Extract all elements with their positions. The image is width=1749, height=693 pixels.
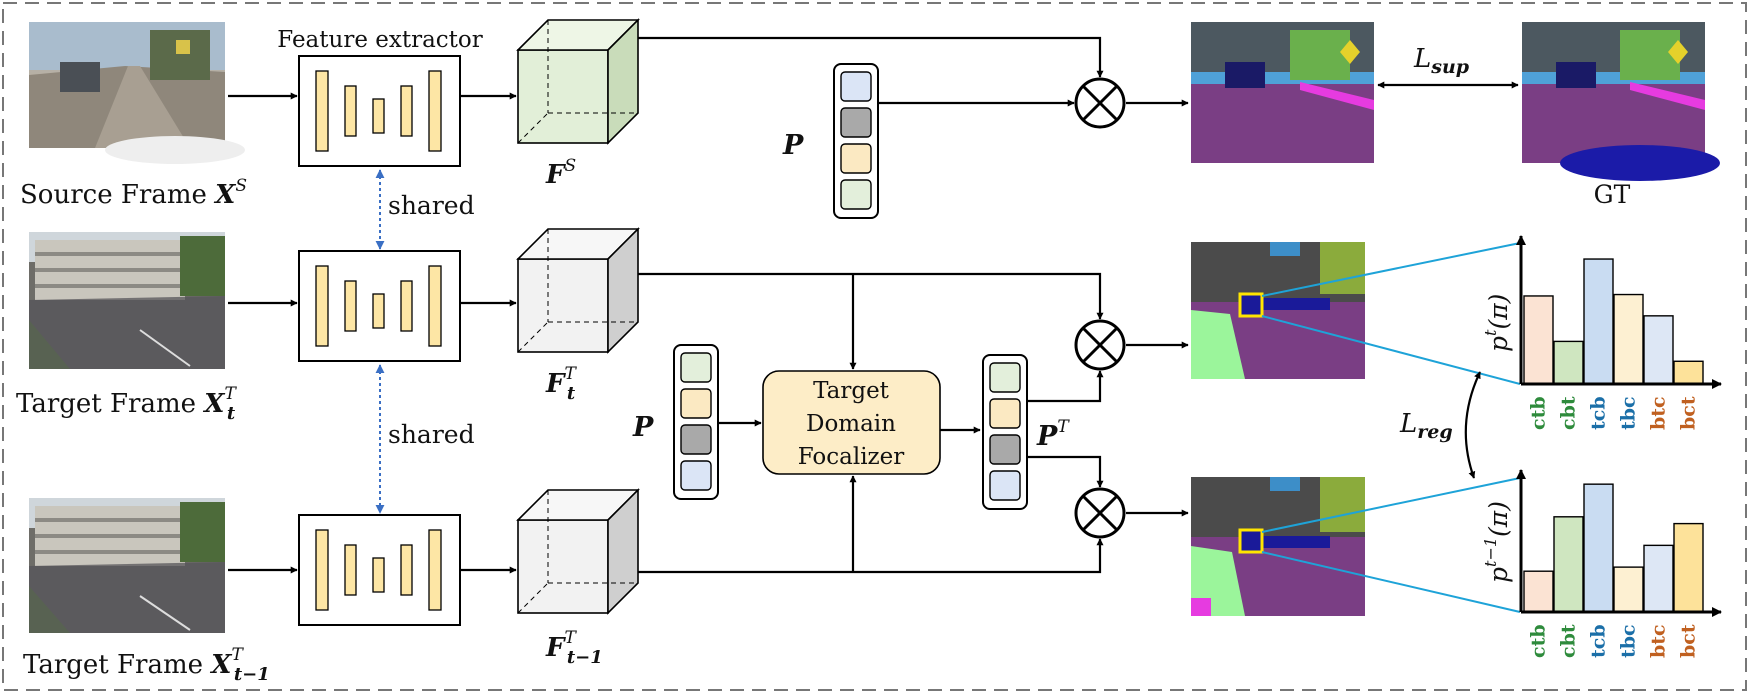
chart-tick-label: bct <box>1678 396 1700 430</box>
multiply-operator-target-t1 <box>1074 487 1126 539</box>
chart-y-label: pt−1(π) <box>1481 501 1513 583</box>
prototype-cell <box>840 143 872 174</box>
prototype-stack-target <box>982 354 1028 510</box>
target-domain-focalizer: Target Domain Focalizer <box>762 370 941 475</box>
prototype-cell <box>840 107 872 138</box>
feature-extractor-target-t <box>298 250 461 362</box>
chart-tick-label: tbc <box>1618 624 1640 658</box>
prototype-cell <box>989 398 1021 429</box>
prototype-stack-source <box>833 63 879 219</box>
target-t1-prediction-map <box>1191 477 1365 616</box>
chart-bar <box>1583 483 1614 613</box>
feature-extractor-label: Feature extractor <box>277 27 483 53</box>
prototype-target-label: PT <box>1036 417 1070 452</box>
multiply-operator-target-t <box>1074 319 1126 371</box>
prototype-cell <box>989 470 1021 501</box>
ground-truth-map <box>1522 22 1720 181</box>
prototype-cell <box>989 362 1021 393</box>
tdf-label-line2: Domain <box>806 411 896 437</box>
feature-cube-target-t1 <box>516 488 640 615</box>
gt-label: GT <box>1594 180 1631 209</box>
tdf-label-line1: Target <box>813 378 890 404</box>
reg-loss-arrow <box>1464 371 1481 479</box>
feature-extractor-target-t1 <box>298 514 461 626</box>
source-frame-caption: Source Frame XS <box>20 176 247 210</box>
chart-tick-label: bct <box>1678 624 1700 658</box>
chart-tick-label: cbt <box>1558 396 1580 430</box>
chart-bar <box>1613 566 1644 613</box>
chart-bar <box>1523 570 1554 613</box>
source-frame-image <box>29 22 245 164</box>
chart-bar <box>1643 544 1674 613</box>
chart-tick-label: ctb <box>1528 396 1550 430</box>
chart-tick-label: tcb <box>1588 396 1610 430</box>
tdf-label-line3: Focalizer <box>798 444 905 470</box>
chart-tick-label: cbt <box>1558 624 1580 658</box>
prototype-cell <box>680 424 712 455</box>
chart-tick-label: btc <box>1648 624 1670 658</box>
chart-bar <box>1553 516 1584 613</box>
target-t-prediction-map <box>1191 242 1365 379</box>
prototype-label-top: P <box>782 130 804 161</box>
source-prediction-map <box>1191 22 1374 163</box>
reg-loss-label: Lreg <box>1399 409 1453 443</box>
prototype-stack-input <box>673 344 719 500</box>
feature-cube-source <box>516 18 640 145</box>
chart-tick-label: tbc <box>1618 396 1640 430</box>
prototype-cell <box>680 388 712 419</box>
prototype-cell <box>989 434 1021 465</box>
chart-bar <box>1673 522 1704 613</box>
chart-tick-label: tcb <box>1588 624 1610 658</box>
prototype-cell <box>840 71 872 102</box>
chart-bar <box>1523 295 1554 385</box>
feature-source-label: FS <box>545 156 576 190</box>
chart-bar <box>1583 258 1614 385</box>
shared-label-top: shared <box>388 191 475 220</box>
chart-bar <box>1673 360 1704 385</box>
chart-tick-label: btc <box>1648 396 1670 430</box>
sup-loss-label: Lsup <box>1413 44 1470 78</box>
target-frame-t-image <box>29 232 225 369</box>
zoom-lines <box>1261 242 1521 613</box>
feature-cube-target-t <box>516 227 640 354</box>
feature-extractor-source <box>298 55 461 167</box>
shared-label-bottom: shared <box>388 420 475 449</box>
prototype-cell <box>840 179 872 210</box>
prototype-label-mid: P <box>632 412 654 443</box>
prototype-cell <box>680 460 712 491</box>
chart-tick-label: ctb <box>1528 624 1550 658</box>
chart-bar <box>1613 293 1644 385</box>
multiply-operator-source <box>1074 77 1126 129</box>
prototype-cell <box>680 352 712 383</box>
chart-y-label: pt(π) <box>1481 294 1513 352</box>
target-frame-t1-image <box>29 498 225 633</box>
chart-bar <box>1643 315 1674 385</box>
chart-bar <box>1553 340 1584 385</box>
arrows <box>228 36 1519 574</box>
